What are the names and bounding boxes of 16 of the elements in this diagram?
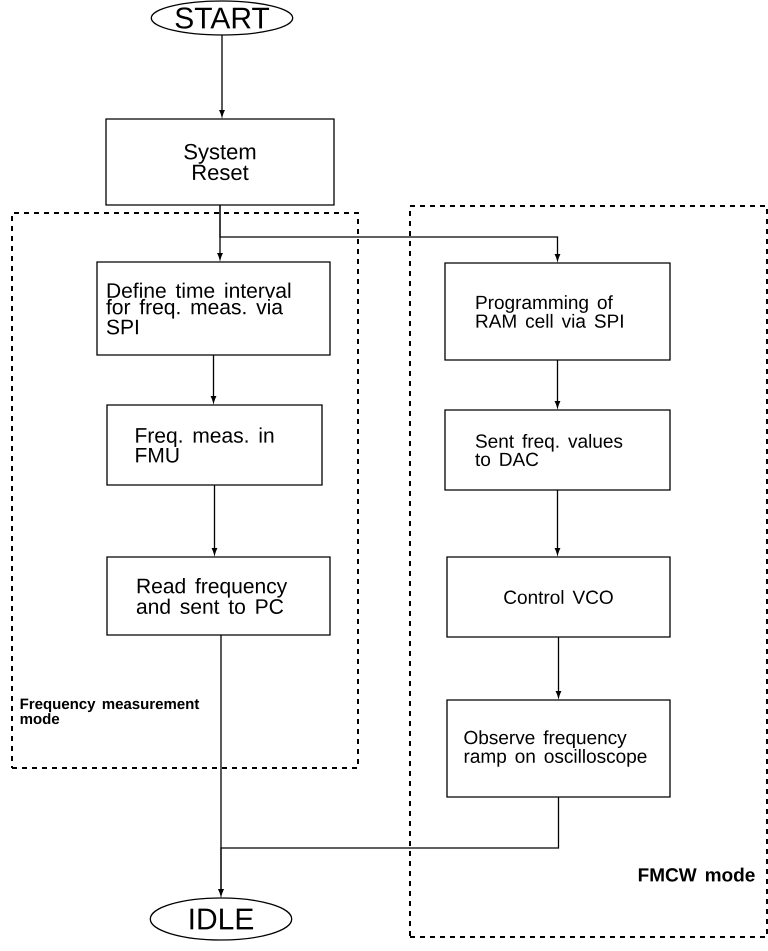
process-box: Define time interval for freq. meas. via SPI: [96, 261, 331, 356]
process-box: Freq. meas. in FMU: [106, 404, 323, 486]
process-box: Observe frequency ramp on oscilloscope: [446, 699, 671, 798]
process-box: Control VCO: [446, 556, 671, 638]
process-box: Read frequency and sent to PC: [106, 556, 331, 636]
arrow: [554, 490, 560, 555]
arrow: [210, 355, 216, 403]
arrow: [212, 485, 218, 555]
arrow: [554, 360, 560, 408]
arrow: [219, 35, 225, 117]
arrow: [219, 205, 560, 261]
process-box: System Reset: [105, 118, 335, 206]
process-box: Sent freq. values to DAC: [444, 409, 671, 491]
process-box: Programming of RAM cell via SPI: [444, 262, 671, 361]
arrow: [218, 797, 560, 896]
arrow: [556, 637, 562, 698]
